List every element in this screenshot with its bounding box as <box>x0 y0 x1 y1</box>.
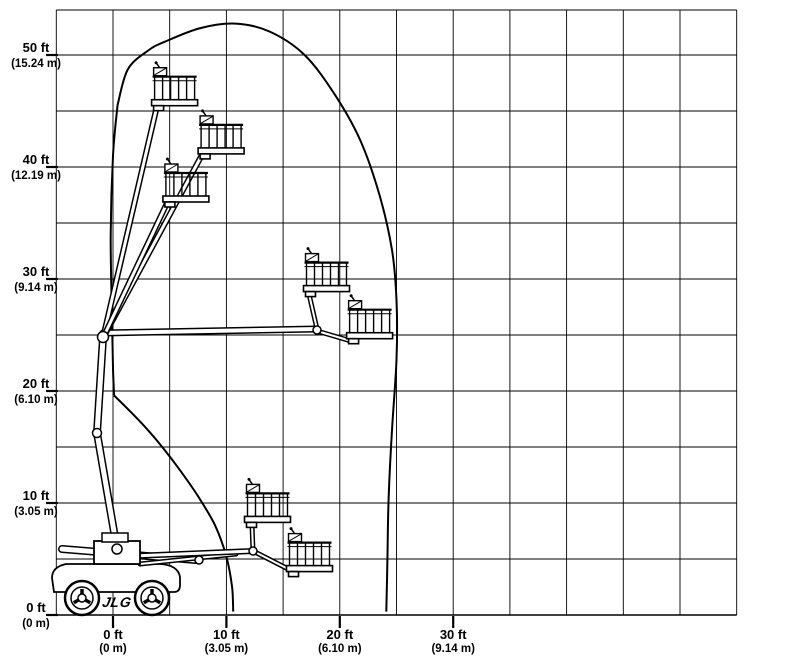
x-axis-label-ft: 10 ft <box>213 627 240 642</box>
x-axis-label-ft: 20 ft <box>326 627 353 642</box>
boom-segment-fill <box>101 199 170 340</box>
x-axis-label-m: (3.05 m) <box>205 643 249 655</box>
x-axis-label-ft: 0 ft <box>103 627 123 642</box>
hub <box>77 593 87 603</box>
boom-segment-fill <box>139 553 237 565</box>
boom-segment-fill <box>101 327 319 335</box>
y-axis-label-ft: 0 ft <box>26 600 46 615</box>
turret-hood <box>101 532 129 543</box>
envelope-inner-lower <box>113 394 235 612</box>
y-axis-label-ft: 10 ft <box>23 488 50 503</box>
x-axis-label-m: (0 m) <box>99 643 127 655</box>
y-axis-label-ft: 50 ft <box>23 40 50 55</box>
rear-wheel <box>63 579 101 617</box>
boom-arms <box>58 103 354 575</box>
boom-joints <box>91 325 322 565</box>
y-axis-label-m: (12.19 m) <box>11 170 61 182</box>
envelope-outer <box>116 22 399 612</box>
y-axis-label-m: (15.24 m) <box>11 58 61 70</box>
boom-joint <box>111 543 123 555</box>
jlg-logo-text: JLG <box>101 594 133 610</box>
axis-labels: 50 ft(15.24 m)40 ft(12.19 m)30 ft(9.14 m… <box>11 40 475 655</box>
boom-joint <box>248 546 258 556</box>
platform-basket <box>302 246 351 298</box>
x-axis-label-m: (9.14 m) <box>431 643 475 655</box>
y-axis-label-m: (9.14 m) <box>14 282 58 294</box>
envelope-curves <box>109 22 399 612</box>
grid <box>55 9 738 616</box>
platform-basket <box>150 60 199 112</box>
platform-positions <box>150 60 394 578</box>
boom-segment-fill <box>94 335 106 436</box>
y-axis-label-ft: 30 ft <box>23 264 50 279</box>
machine-chassis: JLG <box>51 563 181 617</box>
y-axis-label-ft: 20 ft <box>23 376 50 391</box>
front-wheel <box>133 579 171 617</box>
envelope-left <box>109 105 119 396</box>
boom-joint <box>312 325 322 335</box>
boom-joint <box>91 427 103 439</box>
platform-basket <box>345 293 394 345</box>
y-axis-label-m: (0 m) <box>22 618 50 630</box>
hub <box>147 593 157 603</box>
boom-segment-fill <box>101 104 159 340</box>
boom-segment-fill <box>308 293 318 330</box>
boom-joint <box>194 555 204 565</box>
jlg-logo: JLG <box>101 594 133 610</box>
y-axis-label-m: (6.10 m) <box>14 394 58 406</box>
y-axis-label-ft: 40 ft <box>23 152 50 167</box>
y-axis-label-m: (3.05 m) <box>14 506 58 518</box>
boom-joint <box>96 330 110 344</box>
platform-basket <box>197 108 246 160</box>
boom-segment-fill <box>94 430 120 552</box>
platform-basket <box>285 525 334 578</box>
x-axis-label-m: (6.10 m) <box>318 643 362 655</box>
boom-segment-fill <box>131 549 255 558</box>
x-axis-label-ft: 30 ft <box>440 627 467 642</box>
boom-segment-fill <box>316 330 352 342</box>
